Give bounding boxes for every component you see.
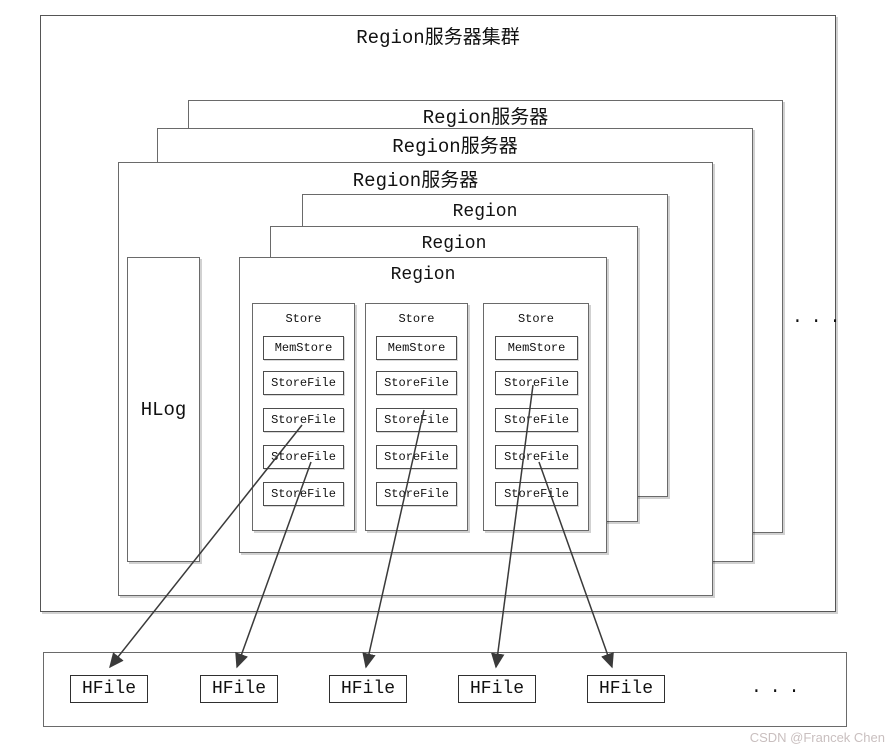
storefile-box: StoreFile [263, 371, 344, 395]
region-server-cluster-title: Region服务器集群 [356, 27, 520, 49]
storefile-label: StoreFile [271, 376, 336, 390]
storefile-box: StoreFile [495, 445, 578, 469]
storefile-box: StoreFile [263, 482, 344, 506]
hfile-label: HFile [211, 679, 266, 699]
storefile-box: StoreFile [495, 371, 578, 395]
storefile-label: StoreFile [271, 487, 336, 501]
storefile-label: StoreFile [504, 487, 569, 501]
hfile-container-box: HFile HFile HFile HFile HFile ··· [43, 652, 847, 727]
memstore-box: MemStore [263, 336, 344, 360]
storefile-label: StoreFile [271, 413, 336, 427]
storefile-box: StoreFile [495, 408, 578, 432]
hfile-label: HFile [340, 679, 395, 699]
hfile-box-1: HFile [70, 675, 148, 703]
region-title-front: Region [390, 265, 456, 285]
hlog-box: HLog [127, 257, 200, 562]
hfile-label: HFile [81, 679, 136, 699]
hfile-box-5: HFile [587, 675, 665, 703]
memstore-box: MemStore [376, 336, 457, 360]
csdn-watermark: CSDN @Francek Chen [749, 730, 885, 745]
storefile-label: StoreFile [504, 450, 569, 464]
hfile-label: HFile [469, 679, 524, 699]
hfile-label: HFile [598, 679, 653, 699]
hfile-box-3: HFile [329, 675, 407, 703]
hfile-box-4: HFile [458, 675, 536, 703]
memstore-label: MemStore [387, 341, 446, 355]
cluster-ellipsis: ··· [792, 312, 849, 332]
region-title-back: Region [452, 202, 518, 222]
region-server-title-back: Region服务器 [422, 107, 549, 129]
storefile-label: StoreFile [384, 413, 449, 427]
store-box-3: Store MemStore StoreFile StoreFile Store… [483, 303, 589, 531]
storefile-label: StoreFile [504, 376, 569, 390]
storefile-box: StoreFile [376, 371, 457, 395]
region-title-middle: Region [421, 234, 487, 254]
storefile-box: StoreFile [376, 482, 457, 506]
storefile-label: StoreFile [504, 413, 569, 427]
storefile-box: StoreFile [376, 445, 457, 469]
store-label: Store [398, 312, 435, 326]
storefile-box: StoreFile [376, 408, 457, 432]
store-label: Store [517, 312, 554, 326]
region-server-title-front: Region服务器 [352, 170, 479, 192]
region-server-title-middle: Region服务器 [392, 136, 518, 158]
store-box-2: Store MemStore StoreFile StoreFile Store… [365, 303, 468, 531]
hlog-label: HLog [140, 398, 187, 421]
storefile-label: StoreFile [384, 376, 449, 390]
memstore-box: MemStore [495, 336, 578, 360]
storefile-label: StoreFile [384, 487, 449, 501]
store-label: Store [285, 312, 322, 326]
storefile-label: StoreFile [271, 450, 336, 464]
storefile-label: StoreFile [384, 450, 449, 464]
hfile-box-2: HFile [200, 675, 278, 703]
memstore-label: MemStore [507, 341, 566, 355]
storefile-box: StoreFile [495, 482, 578, 506]
store-box-1: Store MemStore StoreFile StoreFile Store… [252, 303, 355, 531]
memstore-label: MemStore [274, 341, 333, 355]
hfile-ellipsis: ··· [751, 682, 808, 702]
storefile-box: StoreFile [263, 408, 344, 432]
storefile-box: StoreFile [263, 445, 344, 469]
